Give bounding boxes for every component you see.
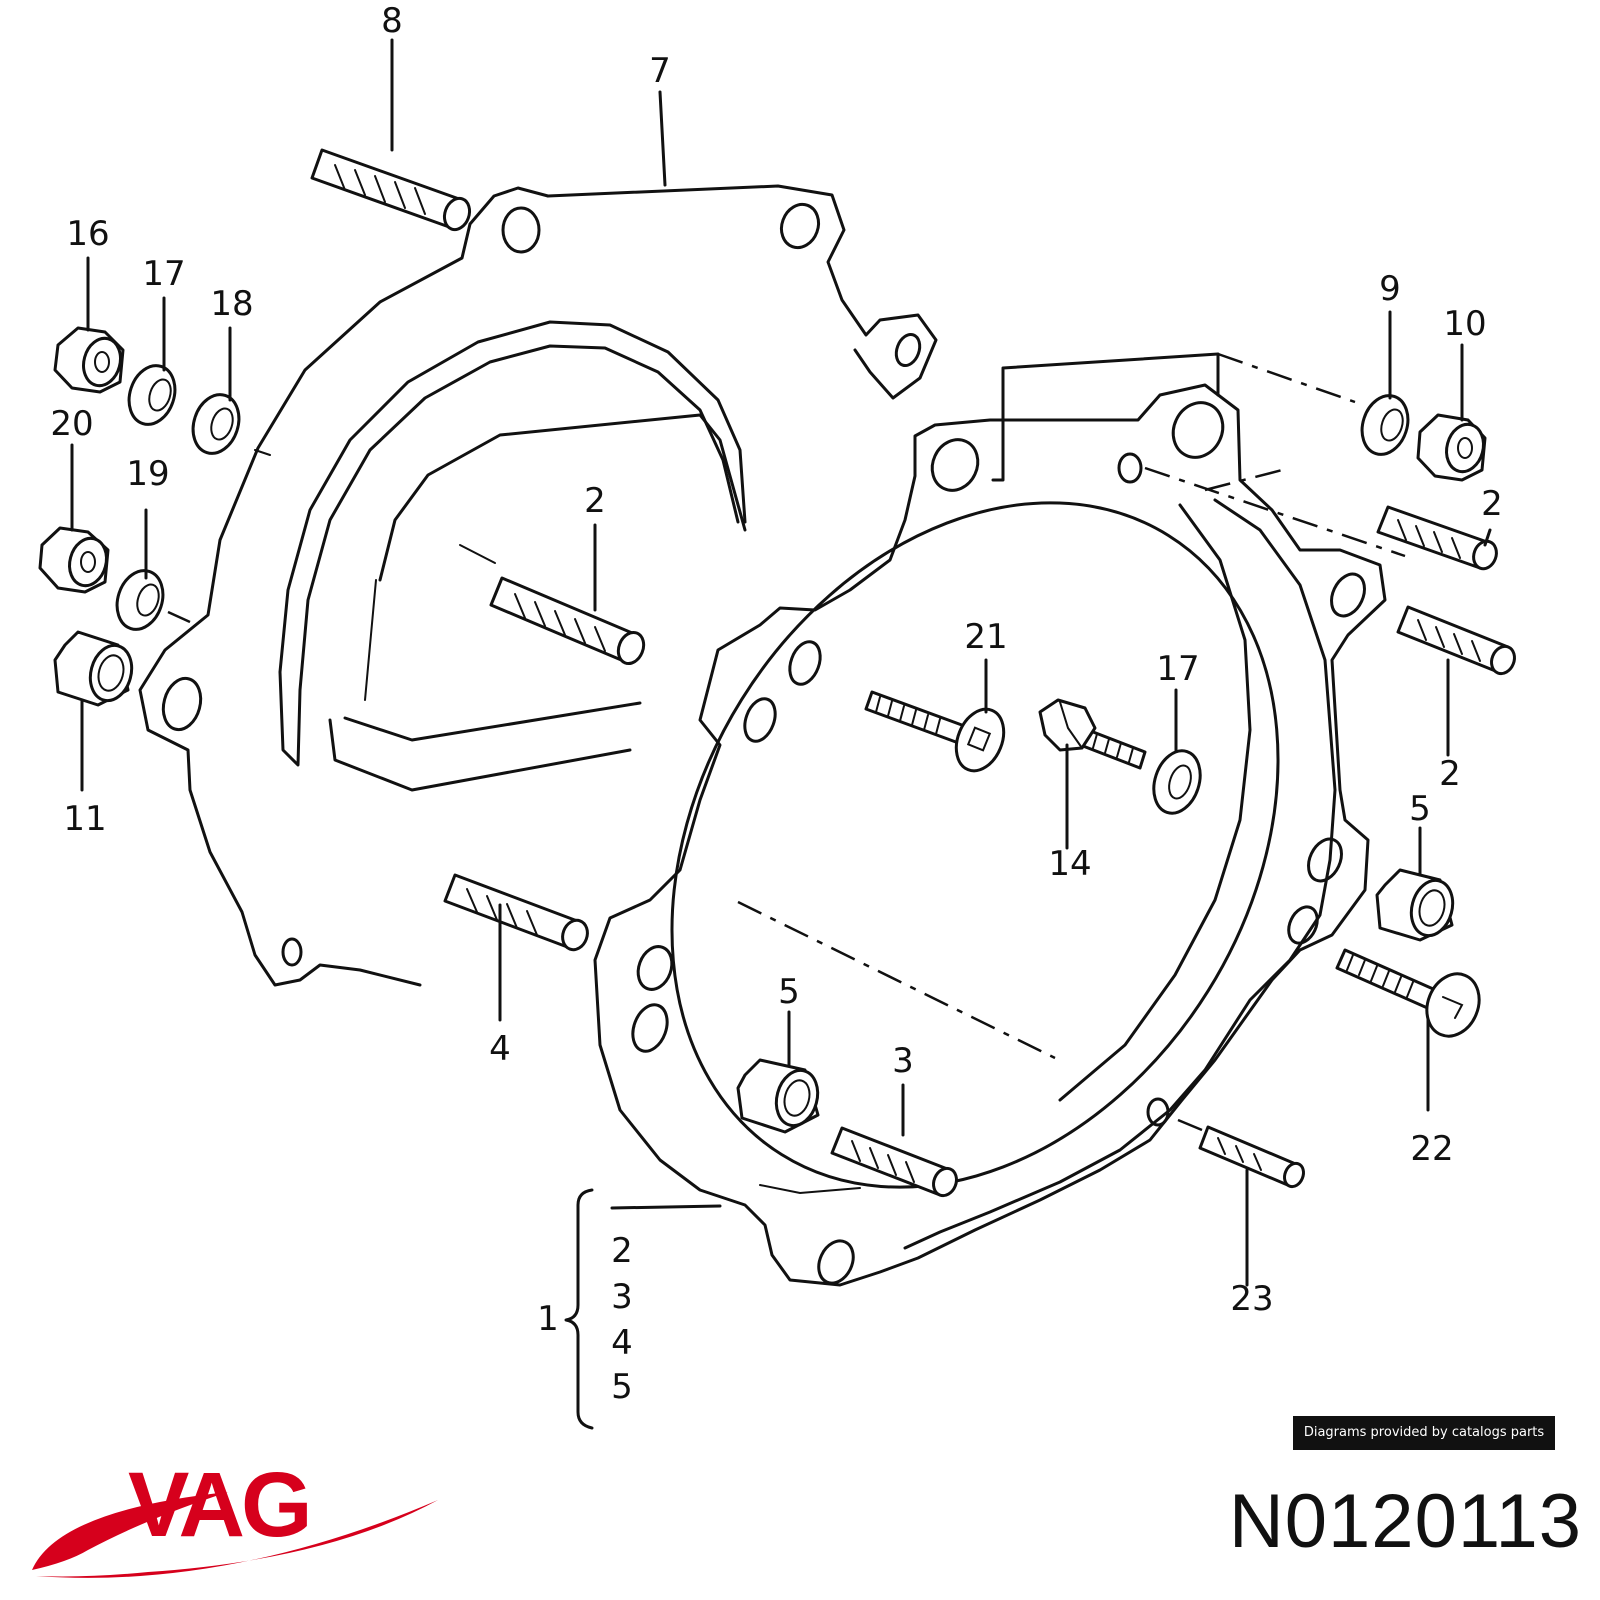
callout-3: 3	[892, 1041, 914, 1081]
stud-2-upper-right	[1376, 505, 1498, 571]
attribution-badge: Diagrams provided by catalogs parts	[1293, 1416, 1555, 1450]
stud-2-right	[1396, 605, 1516, 676]
callout-5-lower: 5	[778, 972, 800, 1012]
group-item-2: 2	[611, 1231, 633, 1271]
logo-text: VAG	[128, 1454, 309, 1556]
group-item-4: 4	[611, 1323, 633, 1363]
callout-5-right: 5	[1409, 789, 1431, 829]
callout-16: 16	[66, 214, 109, 254]
stud-3	[830, 1126, 958, 1198]
assembly-axis-lines	[167, 610, 1203, 1132]
nut-16	[53, 326, 125, 394]
sleeve-5-right	[1375, 868, 1455, 942]
callout-labels: 8 7 16 17 18 20 19 11 2 4 9 10 2 2 5 21 …	[50, 1, 1502, 1407]
callout-8: 8	[381, 1, 403, 41]
logo-swoosh-upper	[32, 1492, 228, 1570]
spring-washer-9	[1360, 394, 1410, 456]
group-item-5: 5	[611, 1367, 633, 1407]
callout-1: 1	[537, 1299, 559, 1339]
callout-22: 22	[1410, 1129, 1453, 1169]
sleeve-11	[53, 630, 134, 707]
bolt-14	[1038, 698, 1147, 770]
callout-2-left: 2	[584, 481, 606, 521]
spring-washer-17-left	[127, 364, 177, 426]
gasket-cover-outline	[138, 184, 938, 987]
callout-23: 23	[1230, 1279, 1273, 1319]
callout-17-left: 17	[142, 254, 185, 294]
callout-18: 18	[210, 284, 253, 324]
callout-11: 11	[63, 799, 106, 839]
part-number: N0120113	[1228, 1479, 1582, 1564]
spring-washer-19	[115, 569, 165, 631]
callout-14: 14	[1048, 844, 1091, 884]
group-item-3: 3	[611, 1277, 633, 1317]
stud-4	[443, 873, 589, 952]
stud-2-left	[489, 576, 646, 666]
callout-20: 20	[50, 404, 93, 444]
housing-flange-outline	[593, 383, 1387, 1287]
mounting-bracket-line	[991, 352, 1406, 558]
callout-17-right: 17	[1156, 649, 1199, 689]
callout-2-upper-right: 2	[1481, 484, 1503, 524]
washer-18	[191, 393, 241, 455]
bolt-21	[864, 690, 1006, 773]
callout-21: 21	[964, 617, 1007, 657]
bolt-22	[1335, 948, 1481, 1038]
callout-7: 7	[649, 51, 671, 91]
callout-4: 4	[489, 1029, 511, 1069]
nut-20	[38, 526, 110, 594]
callout-19: 19	[126, 454, 169, 494]
callout-9: 9	[1379, 269, 1401, 309]
sleeve-5-lower	[736, 1058, 820, 1134]
washer-17-right	[1152, 749, 1202, 815]
leader-lines	[70, 38, 1492, 1430]
vag-logo: VAG	[32, 1454, 438, 1578]
nut-10	[1416, 413, 1487, 482]
stud-8	[310, 148, 472, 232]
callout-10: 10	[1443, 304, 1486, 344]
stud-23	[1198, 1125, 1305, 1189]
callout-2-right: 2	[1439, 754, 1461, 794]
